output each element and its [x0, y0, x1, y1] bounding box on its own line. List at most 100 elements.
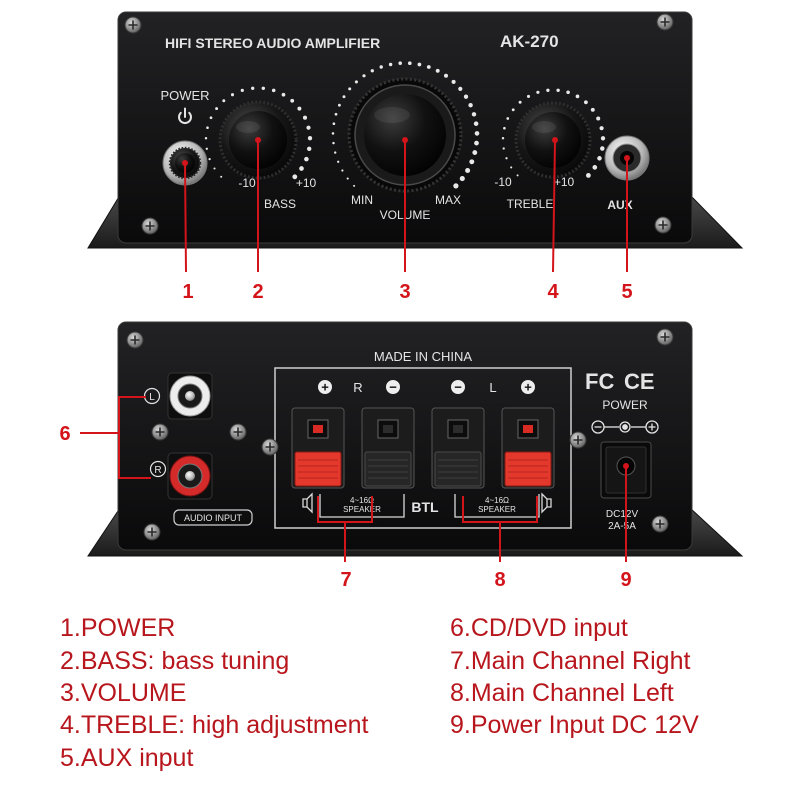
legend-item-3: 3.VOLUME	[60, 679, 186, 707]
terminal-sign-text: −	[454, 380, 462, 395]
legend-item-6: 6.CD/DVD input	[450, 614, 628, 642]
scale-dot	[417, 62, 422, 67]
terminal-sign-left-positive: +	[521, 380, 535, 395]
scale-dot	[208, 157, 211, 161]
speaker-terminal-left-positive	[501, 407, 555, 489]
scale-dot	[261, 86, 266, 91]
volume-min-label: MIN	[351, 193, 373, 207]
speaker-terminal-right-negative	[361, 407, 415, 489]
scale-dot	[388, 62, 393, 67]
scale-dot	[511, 108, 515, 112]
scale-dot	[526, 94, 531, 98]
scale-dot	[204, 136, 208, 140]
fcc-logo: FC	[585, 369, 614, 394]
scale-dot	[575, 94, 580, 99]
terminal-sign-text: −	[389, 380, 397, 395]
scale-dot	[510, 166, 513, 169]
scale-dot	[348, 87, 352, 91]
power-icon	[178, 107, 192, 125]
bass-label: BASS	[264, 197, 296, 211]
screw	[124, 16, 142, 34]
legend: 1.POWER 2.BASS: bass tuning 3.VOLUME 4.T…	[60, 614, 699, 772]
scale-dot	[230, 93, 235, 97]
bass-scale	[204, 86, 313, 180]
scale-dot	[302, 115, 308, 120]
scale-dot	[205, 147, 208, 150]
scale-dot	[337, 103, 341, 107]
scale-dot	[583, 100, 588, 105]
speaker-icon	[302, 492, 313, 514]
scale-dot	[546, 88, 550, 92]
rca-left-label: L	[149, 392, 155, 403]
speaker-left-label: SPEAKER	[478, 505, 516, 514]
scale-dot	[426, 65, 431, 69]
scale-dot	[334, 112, 338, 116]
scale-dot	[596, 116, 601, 121]
scale-dot	[600, 146, 605, 151]
terminal-sign-left-negative: −	[451, 380, 465, 395]
screw	[229, 423, 247, 441]
scale-dot	[353, 184, 356, 187]
screw	[651, 515, 669, 533]
screw	[654, 216, 672, 234]
audio-input-badge: AUDIO INPUT	[173, 509, 253, 526]
bass-max-label: +10	[296, 176, 317, 190]
treble-max-label: +10	[554, 175, 575, 189]
scale-dot	[331, 132, 335, 135]
scale-dot	[505, 157, 508, 160]
scale-dot	[502, 147, 505, 150]
terminal-sign-text: +	[321, 380, 329, 395]
scale-dot	[474, 131, 480, 136]
ce-logo: CE	[624, 369, 655, 394]
scale-dot	[451, 79, 456, 84]
scale-dot	[599, 126, 604, 131]
rca-jack-left	[167, 372, 213, 420]
scale-dot	[453, 183, 459, 189]
rca-right-badge: R	[149, 460, 167, 478]
scale-dot	[297, 106, 302, 111]
scale-dot	[443, 73, 449, 78]
screw	[126, 331, 144, 349]
terminal-sign-right-negative: −	[386, 380, 400, 395]
scale-dot	[342, 95, 346, 99]
audio-input-label: AUDIO INPUT	[184, 513, 243, 523]
speaker-terminal-right-positive	[291, 407, 345, 489]
scale-dot	[346, 177, 349, 180]
scale-dot	[516, 174, 519, 177]
volume-knob	[347, 77, 463, 193]
btl-label: BTL	[411, 499, 439, 515]
screw	[143, 523, 161, 541]
callout-number-6: 6	[59, 423, 70, 445]
rca-right-label: R	[154, 465, 161, 476]
terminal-sign-text: +	[524, 380, 532, 395]
speaker-left-frame	[454, 494, 540, 518]
scale-dot	[332, 141, 335, 145]
scale-dot	[337, 160, 340, 163]
scale-dot	[472, 150, 478, 156]
front-screws	[124, 13, 674, 235]
terminal-label-left: L	[489, 380, 496, 395]
screw	[261, 438, 279, 456]
scale-dot	[471, 112, 477, 117]
back-panel-photo: MADE IN CHINA + R − − L +	[87, 321, 744, 557]
back-callouts: 6 7 8 9	[59, 396, 632, 591]
scale-dot	[334, 151, 337, 154]
scale-dot	[240, 88, 244, 93]
amplifier-title: HIFI STEREO AUDIO AMPLIFIER	[165, 35, 380, 51]
scale-dot	[341, 169, 344, 172]
scale-dot	[398, 61, 402, 65]
scale-dot	[307, 136, 313, 141]
power-input-label: POWER	[602, 398, 648, 412]
scale-dot	[290, 98, 295, 103]
legend-item-5: 5.AUX input	[60, 744, 193, 772]
scale-dot	[292, 174, 298, 180]
scale-dot	[271, 88, 276, 93]
screw	[141, 217, 159, 235]
legend-item-4: 4.TREBLE: high adjustment	[60, 711, 369, 739]
speaker-right-frame	[319, 494, 405, 518]
screw	[656, 13, 674, 31]
scale-dot	[503, 126, 506, 130]
speaker-icon	[541, 492, 552, 514]
dc-current-label: 2A-5A	[608, 521, 636, 532]
